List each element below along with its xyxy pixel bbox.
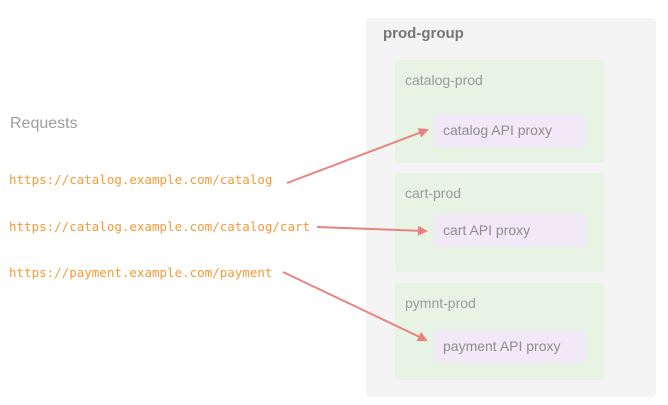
environment-catalog-prod-label: catalog-prod: [405, 72, 483, 88]
request-url-payment: https://payment.example.com/payment: [9, 265, 273, 280]
environment-cart-prod: cart-prod cart API proxy: [395, 173, 604, 272]
prod-group-label: prod-group: [383, 25, 464, 42]
environment-catalog-prod: catalog-prod catalog API proxy: [395, 60, 604, 163]
catalog-api-proxy-box: catalog API proxy: [434, 114, 586, 147]
requests-title: Requests: [10, 115, 78, 132]
environment-cart-prod-label: cart-prod: [405, 185, 462, 201]
environment-pymnt-prod: pymnt-prod payment API proxy: [395, 283, 604, 380]
cart-api-proxy-box: cart API proxy: [434, 214, 586, 247]
request-url-catalog: https://catalog.example.com/catalog: [9, 172, 273, 187]
payment-api-proxy-box: payment API proxy: [434, 330, 586, 363]
environment-pymnt-prod-label: pymnt-prod: [405, 295, 476, 311]
prod-group-container: prod-group catalog-prod catalog API prox…: [366, 18, 656, 397]
request-url-catalog-cart: https://catalog.example.com/catalog/cart: [9, 219, 311, 234]
